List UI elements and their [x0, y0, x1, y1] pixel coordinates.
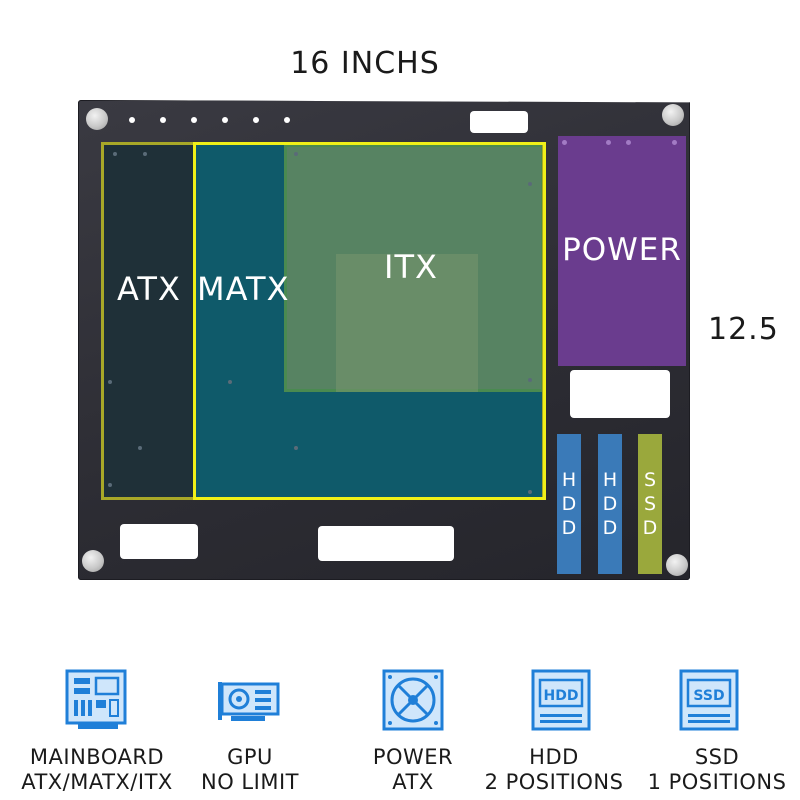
bay-letter: H: [602, 469, 618, 491]
itx-label: ITX: [384, 248, 438, 286]
legend-detail: 1 POSITIONS: [647, 770, 787, 794]
standoff-dot: [294, 446, 298, 450]
standoff-dot: [606, 140, 611, 145]
screw-icon: [662, 104, 684, 126]
bottom-left-cutout: [120, 524, 198, 559]
height-dimension-label: 12.5: [708, 312, 779, 347]
standoff-dot: [626, 140, 631, 145]
mounting-hole: [253, 117, 259, 123]
width-dimension-label: 16 INCHS: [290, 46, 440, 81]
legend-title: POWER: [372, 745, 454, 769]
itx-inner-area: [336, 254, 478, 392]
mounting-hole: [160, 117, 166, 123]
legend-title: SSD: [694, 745, 740, 769]
legend-detail: ATX/MATX/ITX: [21, 770, 173, 794]
standoff-dot: [528, 378, 532, 382]
gpu-icon: [217, 676, 281, 740]
mounting-hole: [191, 117, 197, 123]
legend-title: MAINBOARD: [29, 745, 165, 769]
hdd-bay-1: H D D: [557, 434, 581, 574]
mounting-hole: [222, 117, 228, 123]
standoff-dot: [108, 380, 112, 384]
bay-letter: H: [561, 469, 577, 491]
bay-letter: S: [643, 469, 657, 491]
standoff-dot: [113, 152, 117, 156]
legend-title: GPU: [227, 745, 273, 769]
matx-label: MATX: [197, 270, 290, 308]
atx-zone: [101, 142, 193, 500]
bay-letter: D: [642, 517, 658, 539]
matx-outline: [193, 142, 546, 500]
svg-text:HDD: HDD: [544, 688, 579, 704]
bay-letter: S: [643, 493, 657, 515]
legend-detail: 2 POSITIONS: [484, 770, 624, 794]
ssd-bay: S S D: [638, 434, 662, 574]
mounting-hole: [129, 117, 135, 123]
legend-ssd: SSD 1 POSITIONS: [636, 745, 798, 795]
bay-letter: D: [561, 493, 577, 515]
legend-hdd: HDD 2 POSITIONS: [474, 745, 634, 795]
legend-mainboard: MAINBOARD ATX/MATX/ITX: [2, 745, 192, 795]
legend-title: HDD: [529, 745, 579, 769]
standoff-dot: [138, 446, 142, 450]
hdd-icon: HDD: [530, 668, 594, 732]
mounting-hole: [284, 117, 290, 123]
legend-detail: ATX: [392, 770, 434, 794]
mainboard-icon: [64, 668, 128, 732]
psu-side-cutout: [570, 370, 670, 418]
bay-letter: D: [602, 493, 618, 515]
svg-text:SSD: SSD: [693, 688, 724, 704]
hdd-bay-2: H D D: [598, 434, 622, 574]
standoff-dot: [143, 152, 147, 156]
legend-detail: NO LIMIT: [201, 770, 299, 794]
power-zone: [558, 136, 686, 366]
screw-icon: [82, 550, 104, 572]
power-label: POWER: [562, 232, 682, 268]
bay-letter: D: [602, 517, 618, 539]
standoff-dot: [562, 140, 567, 145]
bottom-center-cutout: [318, 526, 454, 561]
standoff-dot: [108, 483, 112, 487]
top-cutout: [470, 111, 528, 133]
bay-letter: D: [561, 517, 577, 539]
ssd-icon: SSD: [678, 668, 742, 732]
standoff-dot: [528, 182, 532, 186]
screw-icon: [666, 554, 688, 576]
standoff-dot: [294, 152, 298, 156]
screw-icon: [86, 108, 108, 130]
power-supply-icon: [381, 668, 445, 732]
standoff-dot: [672, 140, 677, 145]
standoff-dot: [228, 380, 232, 384]
standoff-dot: [528, 490, 532, 494]
legend-gpu: GPU NO LIMIT: [190, 745, 310, 795]
legend-power: POWER ATX: [355, 745, 471, 795]
atx-label: ATX: [117, 270, 181, 308]
